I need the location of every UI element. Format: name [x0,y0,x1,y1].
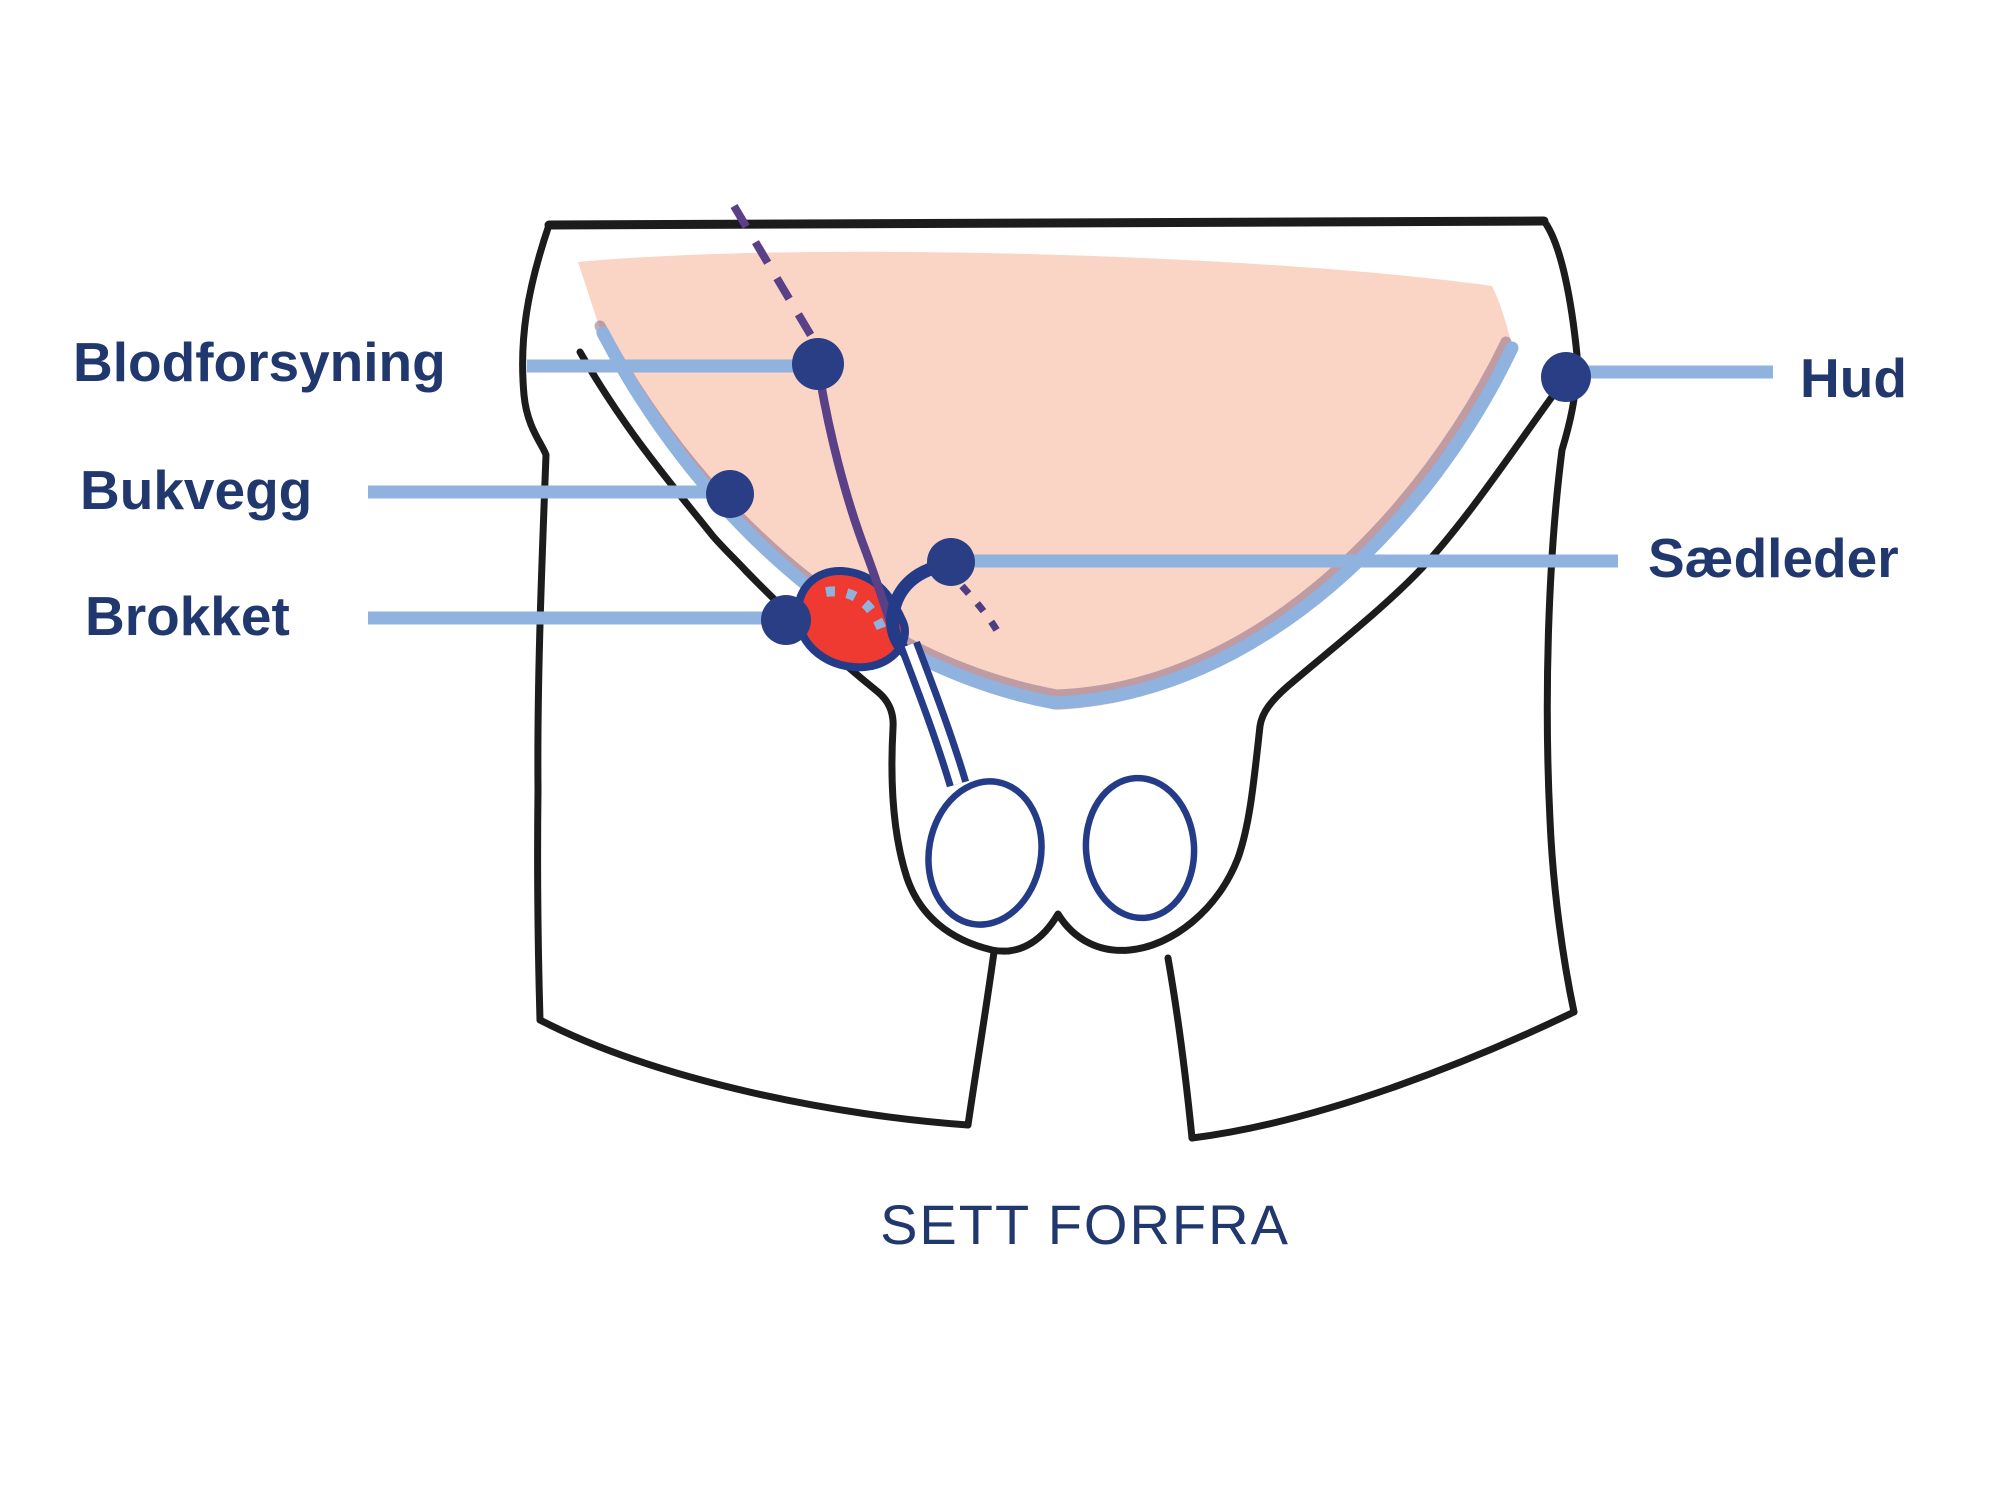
bukvegg-dot-icon [706,470,754,518]
blodforsyning-dot-icon [792,338,844,390]
waistband-line [544,216,1549,230]
saedleder-dot-icon [927,538,975,586]
left-leg-hem [536,1016,972,1129]
vas-deferens-tube-lumen [904,643,963,786]
torso-outline-right [1540,217,1581,1016]
hud-dot-icon [1541,352,1591,402]
right-leg-hem [1188,1008,1578,1142]
label-bukvegg: Bukvegg [80,459,313,521]
view-caption: SETT FORFRA [880,1193,1290,1256]
left-testis [925,778,1045,928]
left-leg-inner-edge [964,948,998,1129]
callout-dots [706,338,1591,645]
label-saedleder: Sædleder [1648,527,1899,589]
body-outline [519,216,1581,1142]
vas-deferens-dashed-continuation [959,583,1005,640]
leader-lines [368,359,1773,625]
suture-dash-marks [825,586,887,632]
label-hud: Hud [1800,347,1907,409]
right-leg-inner-edge [1164,954,1196,1142]
right-testis [1082,774,1198,922]
label-blodforsyning: Blodforsyning [73,331,446,393]
label-brokket: Brokket [85,585,290,647]
testes [925,774,1198,928]
torso-outline [519,221,553,1024]
vas-deferens [886,557,970,788]
groin-crease-and-scrotum-outline [576,348,1558,955]
blood-supply-dashed-line [730,203,820,347]
brokket-dot-icon [761,595,811,645]
